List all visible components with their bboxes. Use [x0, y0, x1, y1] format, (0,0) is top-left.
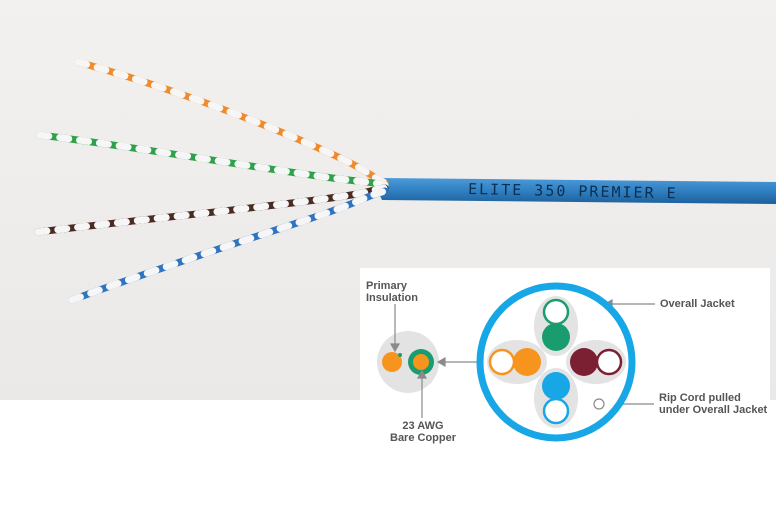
rip-cord — [593, 398, 605, 410]
bottom-pair — [534, 368, 578, 428]
orange-conductor — [382, 352, 402, 372]
rip-cord-label: Rip Cord pulled under Overall Jacket — [659, 392, 768, 416]
top-pair — [534, 296, 578, 356]
copper-conductor — [413, 354, 429, 370]
green-pair — [36, 131, 389, 189]
single-pair-detail — [377, 331, 439, 393]
orange-pair — [74, 58, 389, 187]
blue-pair — [68, 187, 389, 304]
primary-insulation-label: Primary Insulation — [366, 280, 418, 304]
conductor-label: 23 AWG Bare Copper — [390, 420, 457, 444]
jacket-print: ELITE 350 PREMIER E — [468, 180, 678, 202]
left-pair — [487, 340, 547, 384]
cable-cross-section — [476, 282, 636, 442]
cable-jacket: ELITE 350 PREMIER E — [378, 178, 776, 204]
cross-section-diagram: Primary Insulation Overall Jacket Rip Co… — [360, 268, 770, 448]
brown-pair — [34, 184, 389, 236]
right-pair — [566, 340, 626, 384]
overall-jacket-label: Overall Jacket — [660, 298, 735, 310]
